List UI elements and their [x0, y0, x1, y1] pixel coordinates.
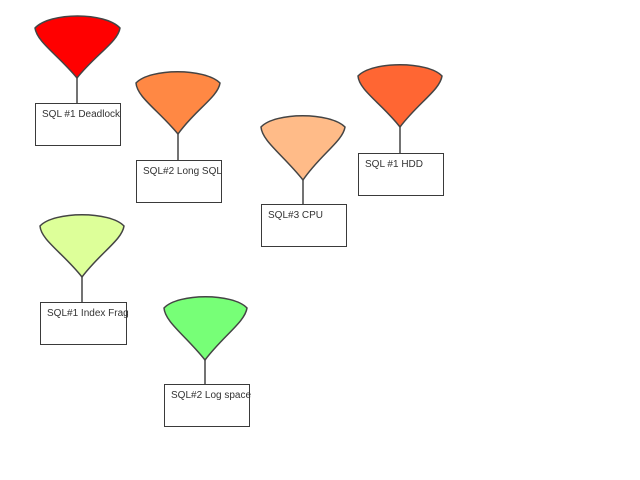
funnel-shape — [260, 115, 346, 182]
label-box: SQL#3 CPU — [261, 204, 347, 247]
node-label: SQL#2 Long SQL — [143, 166, 222, 177]
node-label: SQL#2 Log space — [171, 390, 252, 401]
funnel-shape — [163, 296, 248, 362]
funnel-shape — [39, 214, 125, 279]
label-box: SQL#1 Index Frag — [40, 302, 129, 345]
node-label: SQL#3 CPU — [268, 210, 324, 221]
funnel-shape — [135, 71, 221, 136]
label-box: SQL#2 Log space — [164, 384, 252, 427]
node-label: SQL#1 Index Frag — [47, 308, 129, 319]
label-box: SQL#2 Long SQL — [136, 160, 222, 203]
label-box: SQL #1 Deadlock — [35, 103, 121, 146]
funnel-shape — [357, 64, 443, 129]
label-box: SQL #1 HDD — [358, 153, 444, 196]
node-label: SQL #1 HDD — [365, 159, 423, 170]
node-label: SQL #1 Deadlock — [42, 109, 121, 120]
funnel-shape — [34, 15, 121, 80]
